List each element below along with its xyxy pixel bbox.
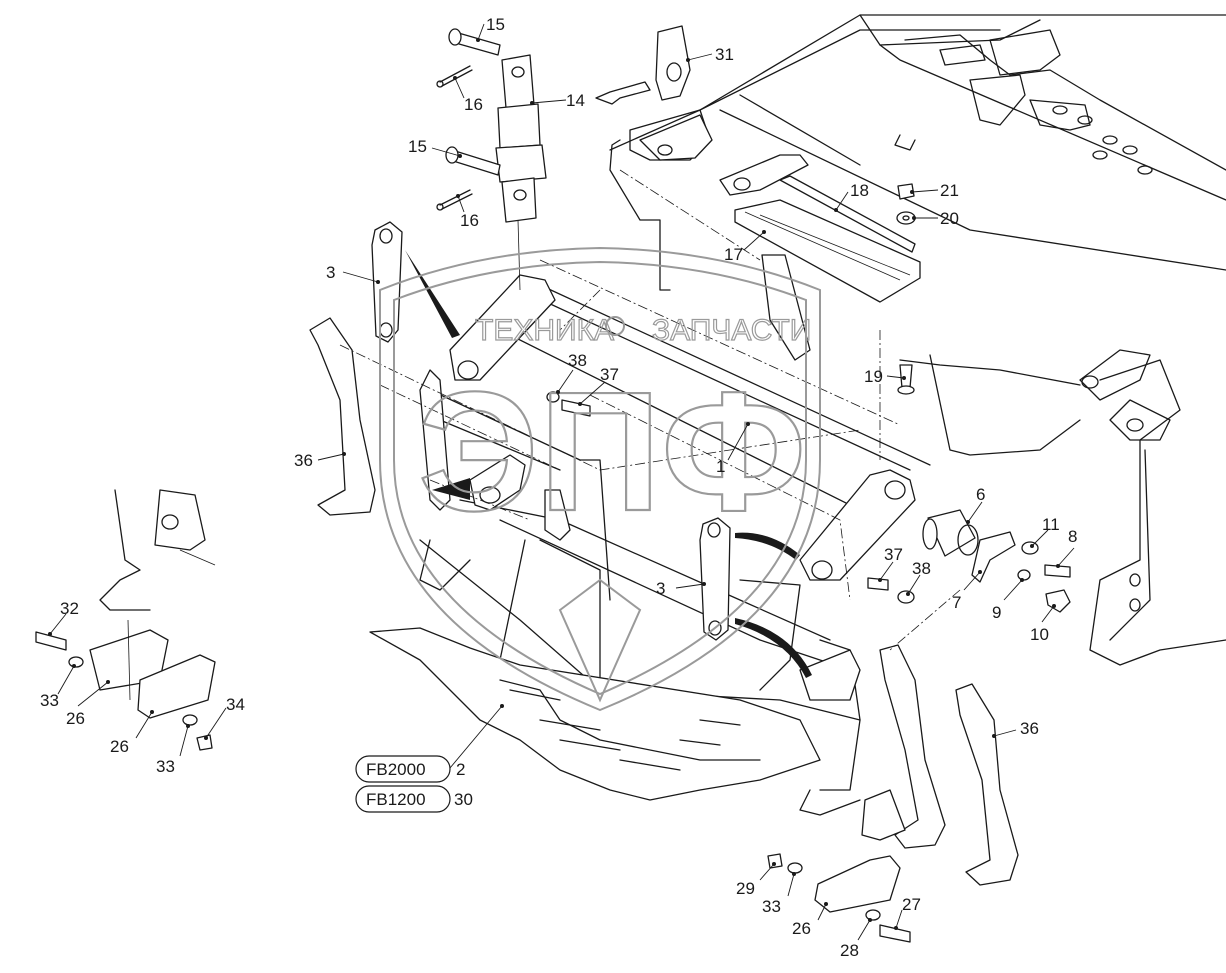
callout-33-inset: 33 <box>40 691 59 710</box>
callout-36-left: 36 <box>294 451 313 470</box>
callout-18: 18 <box>850 181 869 200</box>
gear-icon <box>605 316 625 336</box>
machine-frame <box>609 14 1226 666</box>
callout-14: 14 <box>566 91 585 110</box>
callout-15-lower: 15 <box>408 137 427 156</box>
wheat-emblem-icon <box>558 578 642 703</box>
callout-21: 21 <box>940 181 959 200</box>
callout-7: 7 <box>952 593 961 612</box>
side-brackets <box>309 317 1019 886</box>
callout-6: 6 <box>976 485 985 504</box>
model-tag-fb2000-frame <box>355 755 451 783</box>
model-tag-fb2000: FB2000 <box>366 760 426 779</box>
callout-38-upper: 38 <box>568 351 587 370</box>
callout-20: 20 <box>940 209 959 228</box>
upper-plates <box>719 154 921 395</box>
pivot-assembly <box>546 391 1071 613</box>
callout-9: 9 <box>992 603 1001 622</box>
bottom-plate <box>369 627 821 801</box>
callout-19: 19 <box>864 367 883 386</box>
hydraulic-cylinder <box>436 25 691 291</box>
inset-bottom-skid <box>767 853 911 943</box>
callout-11: 11 <box>1042 515 1060 534</box>
callout-38-lower: 38 <box>912 559 931 578</box>
callout-28: 28 <box>840 941 859 960</box>
leader-lines <box>48 23 1075 941</box>
main-tube-beam <box>449 274 931 581</box>
callout-3-upper: 3 <box>326 263 335 282</box>
callout-16-top: 16 <box>464 95 483 114</box>
callout-37-upper: 37 <box>600 365 619 384</box>
callout-labels: 15 16 14 31 15 16 18 21 20 17 3 38 37 19… <box>40 15 1077 960</box>
callout-34: 34 <box>226 695 245 714</box>
watermark-top-right-text: ЗАПЧАСТИ <box>652 314 811 347</box>
callout-8: 8 <box>1068 527 1077 546</box>
callout-16-lower: 16 <box>460 211 479 230</box>
center-lines <box>339 169 961 651</box>
model-tag-fb1200-frame <box>355 785 451 813</box>
callout-31: 31 <box>715 45 734 64</box>
callout-37-lower: 37 <box>884 545 903 564</box>
callout-26-inset-b: 26 <box>110 737 129 756</box>
watermark-big-text: ЭПФ <box>418 357 806 547</box>
callout-2: 2 <box>456 760 465 779</box>
callout-1: 1 <box>716 457 725 476</box>
callout-33-bottom: 33 <box>762 897 781 916</box>
model-tag-fb1200: FB1200 <box>366 790 426 809</box>
callout-30: 30 <box>454 790 473 809</box>
callout-36-right: 36 <box>1020 719 1039 738</box>
callout-32: 32 <box>60 599 79 618</box>
callout-26-bottom: 26 <box>792 919 811 938</box>
watermark: ТЕХНИКА ЗАПЧАСТИ ЭПФ <box>379 246 821 712</box>
callout-29: 29 <box>736 879 755 898</box>
callout-33-inset-b: 33 <box>156 757 175 776</box>
inset-left-skid <box>35 489 216 751</box>
model-tags: FB2000 FB1200 <box>355 755 451 813</box>
callout-3-lower: 3 <box>656 579 665 598</box>
callout-10: 10 <box>1030 625 1049 644</box>
watermark-top-left-text: ТЕХНИКА <box>475 314 614 347</box>
callout-17: 17 <box>724 245 743 264</box>
callout-15-top: 15 <box>486 15 505 34</box>
callout-27: 27 <box>902 895 921 914</box>
callout-26-inset-a: 26 <box>66 709 85 728</box>
